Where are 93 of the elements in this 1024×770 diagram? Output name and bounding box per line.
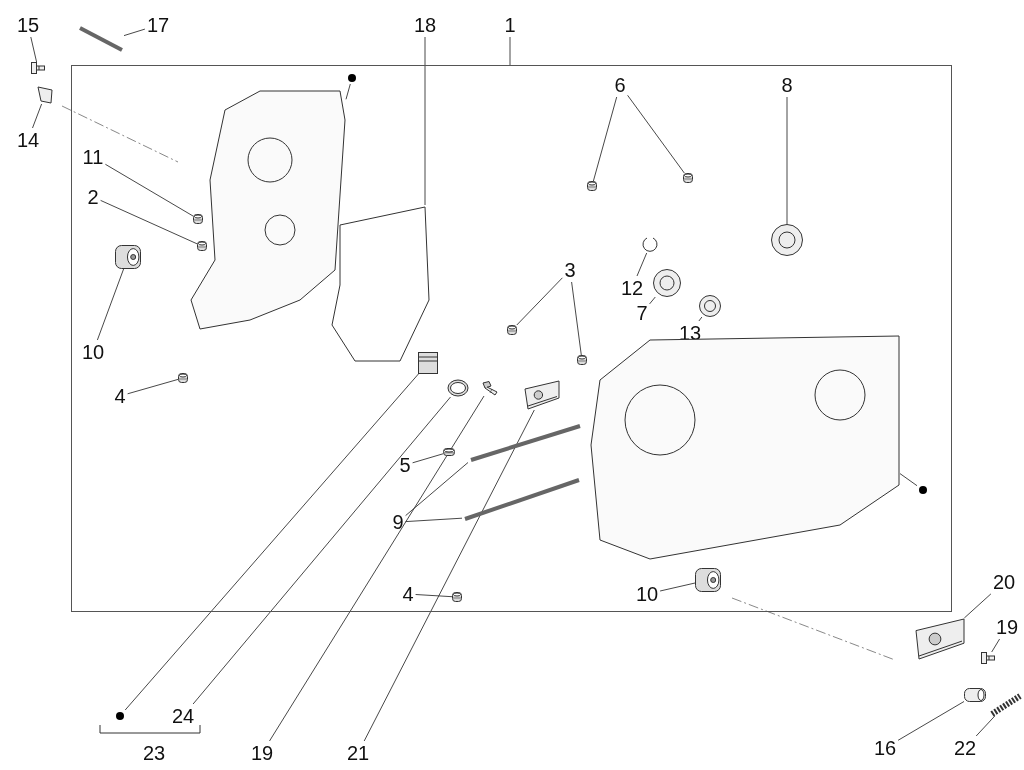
leader-line	[636, 252, 648, 277]
gasket-drawing	[330, 205, 430, 363]
leader-line	[509, 36, 511, 66]
bearing-drawing	[699, 295, 721, 317]
leader-line	[897, 701, 965, 741]
callout-number: 18	[413, 15, 437, 35]
cover-plate-drawing	[524, 380, 560, 410]
clip-drawing	[37, 86, 53, 104]
leader-line	[127, 378, 179, 395]
bearing-drawing	[771, 224, 803, 256]
leader-line	[363, 409, 535, 742]
callout-number: 23	[142, 743, 166, 763]
leader-line	[405, 517, 463, 523]
leader-line	[104, 163, 194, 217]
circlip-drawing	[642, 237, 658, 253]
bolt-drawing	[78, 26, 124, 52]
leader-line	[192, 396, 451, 705]
bearing-drawing	[653, 269, 681, 297]
leader-line	[975, 715, 996, 737]
pump-drawing	[418, 352, 438, 374]
dowel-pin-drawing	[507, 325, 517, 335]
callout-number: 5	[399, 455, 411, 475]
dowel-pin-drawing	[577, 355, 587, 365]
leader-line	[698, 316, 703, 322]
spring-drawing	[990, 694, 1022, 716]
leader-line	[30, 36, 38, 63]
leader-line	[571, 281, 582, 356]
bush-drawing	[695, 568, 721, 592]
callout-number: 15	[16, 15, 40, 35]
stud-drawing	[468, 423, 583, 463]
callout-number: 10	[81, 342, 105, 362]
leader-line	[100, 199, 198, 245]
leader-line	[424, 36, 426, 206]
leader-line	[345, 83, 351, 100]
callout-number: 11	[82, 147, 104, 167]
bolt-drawing	[981, 652, 995, 664]
leader-line	[899, 473, 918, 487]
leader-line	[649, 296, 656, 305]
leader-line	[592, 96, 618, 182]
dowel-pin-drawing	[197, 241, 207, 251]
callout-number: 8	[781, 75, 793, 95]
leader-line	[786, 96, 788, 225]
callout-number: 2	[87, 187, 99, 207]
bracket-plate-drawing	[915, 618, 965, 660]
reference-dot	[116, 712, 124, 720]
dowel-pin-drawing	[452, 592, 462, 602]
callout-number: 24	[171, 706, 195, 726]
leader-line	[412, 453, 444, 464]
callout-number: 17	[146, 15, 170, 35]
bolt-drawing	[482, 381, 498, 396]
assembly-frame	[71, 65, 952, 612]
leader-line	[269, 395, 485, 742]
o-ring-drawing	[447, 379, 469, 397]
sleeve-drawing	[964, 688, 986, 702]
reference-dot	[919, 486, 927, 494]
leader-line	[659, 582, 696, 592]
bush-drawing	[115, 245, 141, 269]
leader-line	[963, 593, 992, 619]
callout-number: 1	[504, 15, 516, 35]
reference-dot	[348, 74, 356, 82]
callout-number: 21	[346, 743, 370, 763]
callout-number: 20	[992, 572, 1016, 592]
callout-number: 9	[392, 512, 404, 532]
callout-number: 7	[636, 303, 648, 323]
callout-number: 19	[250, 743, 274, 763]
leader-line	[96, 268, 125, 341]
callout-number: 14	[16, 130, 40, 150]
leader-line	[124, 373, 419, 711]
crankcase-half-drawing	[190, 90, 346, 330]
leader-line	[123, 28, 146, 37]
callout-number: 19	[995, 617, 1019, 637]
callout-number: 22	[953, 738, 977, 758]
callout-number: 4	[402, 584, 414, 604]
dowel-pin-drawing	[193, 214, 203, 224]
leader-line	[991, 638, 1001, 653]
leader-line	[405, 462, 469, 517]
dowel-pin-drawing	[443, 448, 455, 456]
leader-line	[32, 103, 43, 129]
leader-line	[516, 277, 563, 326]
dowel-pin-drawing	[587, 181, 597, 191]
leader-line	[415, 594, 453, 598]
callout-number: 13	[678, 323, 702, 343]
callout-number: 4	[114, 386, 126, 406]
dowel-pin-drawing	[178, 373, 188, 383]
bolt-drawing	[31, 62, 45, 74]
callout-number: 12	[620, 278, 644, 298]
callout-number: 16	[873, 738, 897, 758]
dowel-pin-drawing	[683, 173, 693, 183]
callout-number: 3	[564, 260, 576, 280]
callout-number: 6	[614, 75, 626, 95]
callout-number: 10	[635, 584, 659, 604]
leader-line	[627, 94, 685, 174]
stud-drawing	[462, 477, 582, 522]
